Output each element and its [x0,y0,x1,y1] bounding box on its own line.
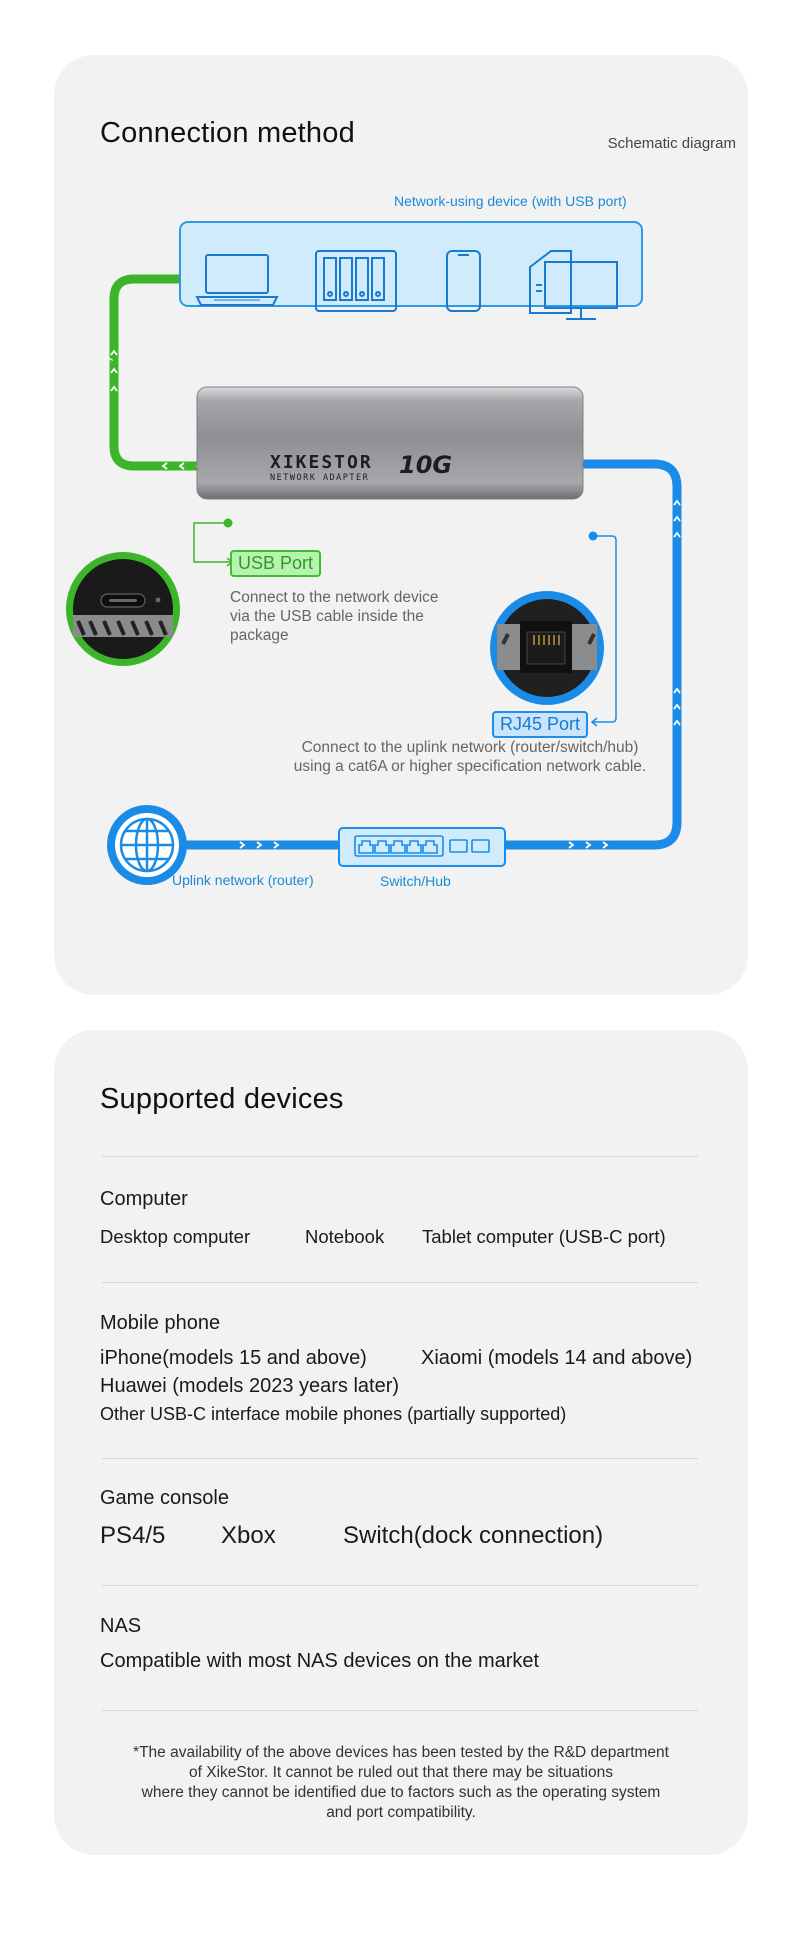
computer-item-desktop: Desktop computer [100,1226,251,1247]
schematic-subtitle: Schematic diagram [607,135,736,152]
connection-diagram: ︿ [66,221,682,885]
footnote-line: of XikeStor. It cannot be ruled out that… [189,1764,613,1781]
rj45-port-leader [588,531,617,727]
mobile-section-title: Mobile phone [100,1312,221,1334]
globe-icon [107,805,187,885]
nas-icon [315,250,397,312]
mobile-item-other: Other USB-C interface mobile phones (par… [100,1404,567,1424]
divider [102,1156,698,1157]
chevron-up-icon [110,349,118,392]
usb-desc-line: Connect to the network device [230,589,439,606]
network-adapter [196,386,584,500]
usb-port-label: USB Port [230,550,322,577]
mobile-item-iphone: iPhone(models 15 and above) [100,1347,367,1369]
rj45-port-label: RJ45 Port [492,711,589,738]
switch-label: Switch/Hub [380,873,451,889]
green-usb-cable: ︿ [103,274,202,471]
computer-section-title: Computer [100,1188,188,1210]
mobile-item-xiaomi: Xiaomi (models 14 and above) [421,1347,693,1369]
console-item-switch: Switch(dock connection) [343,1522,604,1549]
usb-c-port-closeup [66,552,180,666]
chevron-right-icon [239,841,280,849]
chevron-right-icon [568,841,609,849]
rj45-desc-line: using a cat6A or higher specification ne… [293,758,647,775]
rj45-port-description: Connect to the uplink network (router/sw… [250,738,690,776]
computer-item-notebook: Notebook [305,1226,385,1247]
devices-group-box [179,221,643,307]
footnote: *The availability of the above devices h… [78,1743,724,1823]
adapter-brand: XIKESTOR [270,452,373,473]
laptop-icon [195,254,279,306]
divider [102,1585,698,1586]
computer-item-tablet: Tablet computer (USB-C port) [422,1226,666,1247]
divider [102,1458,698,1459]
usb-port-leader [193,518,234,567]
adapter-model: 10G [399,451,453,479]
mobile-item-huawei: Huawei (models 2023 years later) [100,1375,400,1397]
chevron-up-icon [673,499,681,726]
blue-ethernet-cable [186,459,682,850]
divider [102,1710,698,1711]
connection-method-card: Connection method Schematic diagram Netw… [54,55,748,995]
rj45-desc-line: Connect to the uplink network (router/sw… [301,739,639,756]
connection-title: Connection method [100,117,355,149]
devices-group-label: Network-using device (with USB port) [394,193,627,209]
usb-port-description: Connect to the network device via the US… [230,588,439,645]
footnote-line: and port compatibility. [326,1804,476,1821]
footnote-line: where they cannot be identified due to f… [141,1784,661,1801]
desktop-computer-icon [529,250,618,320]
usb-desc-line: via the USB cable inside the [230,608,424,625]
rj45-port-closeup [490,591,604,705]
adapter-product: NETWORK ADAPTER [270,473,370,483]
divider [102,1282,698,1283]
switch-hub-device [338,827,506,867]
smartphone-icon [446,250,481,312]
console-item-ps: PS4/5 [100,1522,166,1549]
footnote-line: *The availability of the above devices h… [133,1744,669,1761]
nas-description: Compatible with most NAS devices on the … [100,1650,540,1672]
chevron-up-icon: ︿ [103,352,113,363]
console-section-title: Game console [100,1487,229,1509]
usb-desc-line: package [230,627,289,644]
supported-devices-card: Supported devices Computer Desktop compu… [54,1030,748,1855]
console-item-xbox: Xbox [221,1522,276,1549]
supported-title: Supported devices [100,1083,344,1115]
nas-section-title: NAS [100,1615,142,1637]
uplink-label: Uplink network (router) [172,872,314,888]
